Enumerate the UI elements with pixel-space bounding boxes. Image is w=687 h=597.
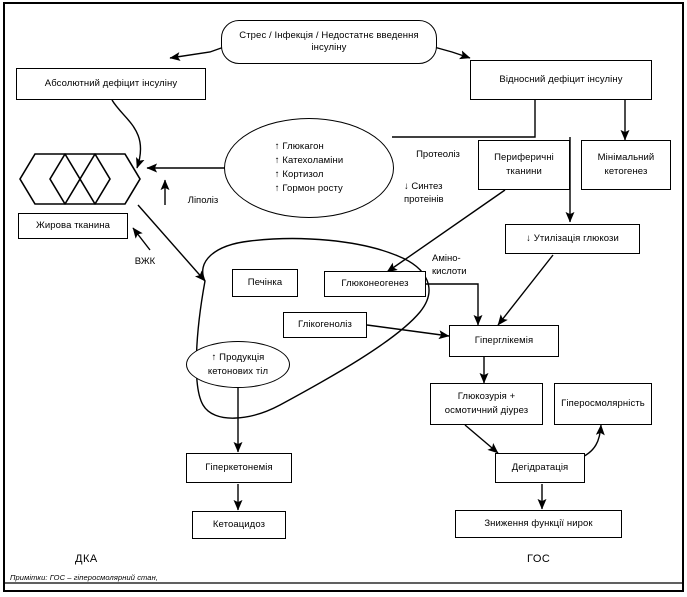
node-counterregulatory-hormones[interactable]: ↑ Глюкагон ↑ Катехоламіни ↑ Кортизол ↑ Г… [224, 118, 394, 218]
amino-acids-text: Аміно-кислоти [432, 252, 467, 277]
node-glycogenolysis-label: Глікогеноліз [298, 319, 352, 331]
hhs-text: ГОС [527, 553, 551, 565]
node-hyperketonemia[interactable]: Гіперкетонемія [186, 453, 292, 483]
node-liver[interactable]: Печінка [232, 269, 298, 297]
hormone-list: ↑ Глюкагон ↑ Катехоламіни ↑ Кортизол ↑ Г… [274, 140, 344, 195]
edge-label-ffa: ВЖК [125, 243, 165, 269]
node-peripheral-tissues-label: Периферичні тканини [494, 152, 554, 177]
footnote-text: Примітки: ГОС – гіперосмолярний стан, [10, 573, 158, 582]
node-relative-deficit[interactable]: Відносний дефіцит інсуліну [470, 60, 652, 100]
node-peripheral-tissues[interactable]: Периферичні тканини [478, 140, 570, 190]
node-glucosuria[interactable]: Глюкозурія + осмотичний діурез [430, 383, 543, 425]
node-ketone-production[interactable]: ↑ Продукція кетонових тіл [186, 341, 290, 388]
node-renal-decline[interactable]: Зниження функції нирок [455, 510, 622, 538]
edge-label-protein-synthesis: ↓ Синтез протеінів [404, 168, 466, 206]
node-absolute-deficit-label: Абсолютний дефіцит інсуліну [44, 78, 178, 90]
outcome-tag-hhs: ГОС [527, 553, 550, 565]
node-glucose-utilization[interactable]: ↓ Утилізація глюкози [505, 224, 640, 254]
outcome-tag-dka: ДКА [75, 553, 98, 565]
dka-text: ДКА [75, 553, 98, 565]
node-ketoacidosis-label: Кетоацидоз [212, 519, 266, 531]
node-trigger-label: Стрес / Інфекція / Недостатнє введення і… [239, 30, 419, 53]
edge-label-amino-acids: Аміно-кислоти [432, 240, 484, 278]
node-gluconeogenesis-label: Глюконеогенез [341, 278, 409, 290]
node-adipose-tissue-label: Жирова тканина [36, 220, 110, 232]
node-renal-decline-label: Зниження функції нирок [484, 518, 593, 530]
node-hyperglycemia[interactable]: Гіперглікемія [449, 325, 559, 357]
footnote: Примітки: ГОС – гіперосмолярний стан, [10, 573, 158, 582]
ffa-text: ВЖК [134, 255, 156, 267]
node-ketoacidosis[interactable]: Кетоацидоз [192, 511, 286, 539]
node-minimal-ketogenesis[interactable]: Мінімальний кетогенез [581, 140, 671, 190]
node-hyperglycemia-label: Гіперглікемія [474, 335, 534, 347]
node-dehydration-label: Дегідратація [511, 462, 569, 474]
node-glycogenolysis[interactable]: Глікогеноліз [283, 312, 367, 338]
edge-label-proteolysis: Протеоліз [403, 136, 473, 162]
lipolysis-text: Ліполіз [187, 194, 219, 206]
node-glucosuria-label: Глюкозурія + осмотичний діурез [444, 391, 529, 416]
node-hyperosmolarity[interactable]: Гіперосмолярність [554, 383, 652, 425]
node-absolute-deficit[interactable]: Абсолютний дефіцит інсуліну [16, 68, 206, 100]
node-adipose-tissue[interactable]: Жирова тканина [18, 213, 128, 239]
node-trigger[interactable]: Стрес / Інфекція / Недостатнє введення і… [221, 20, 437, 64]
adipose-hexagon-icon [19, 153, 141, 205]
node-ketone-production-label: ↑ Продукція кетонових тіл [207, 351, 269, 377]
node-dehydration[interactable]: Дегідратація [495, 453, 585, 483]
node-minimal-ketogenesis-label: Мінімальний кетогенез [597, 152, 655, 177]
node-hyperketonemia-label: Гіперкетонемія [205, 462, 273, 474]
node-hyperosmolarity-label: Гіперосмолярність [561, 398, 645, 410]
node-glucose-utilization-label: ↓ Утилізація глюкози [526, 233, 619, 245]
node-relative-deficit-label: Відносний дефіцит інсуліну [499, 74, 623, 86]
proteolysis-text: Протеоліз [416, 148, 460, 160]
protein-synthesis-text: ↓ Синтез протеінів [404, 180, 444, 205]
edge-label-lipolysis: Ліполіз [173, 182, 233, 208]
node-gluconeogenesis[interactable]: Глюконеогенез [324, 271, 426, 297]
node-liver-label: Печінка [247, 277, 283, 289]
diagram-border [3, 2, 684, 592]
